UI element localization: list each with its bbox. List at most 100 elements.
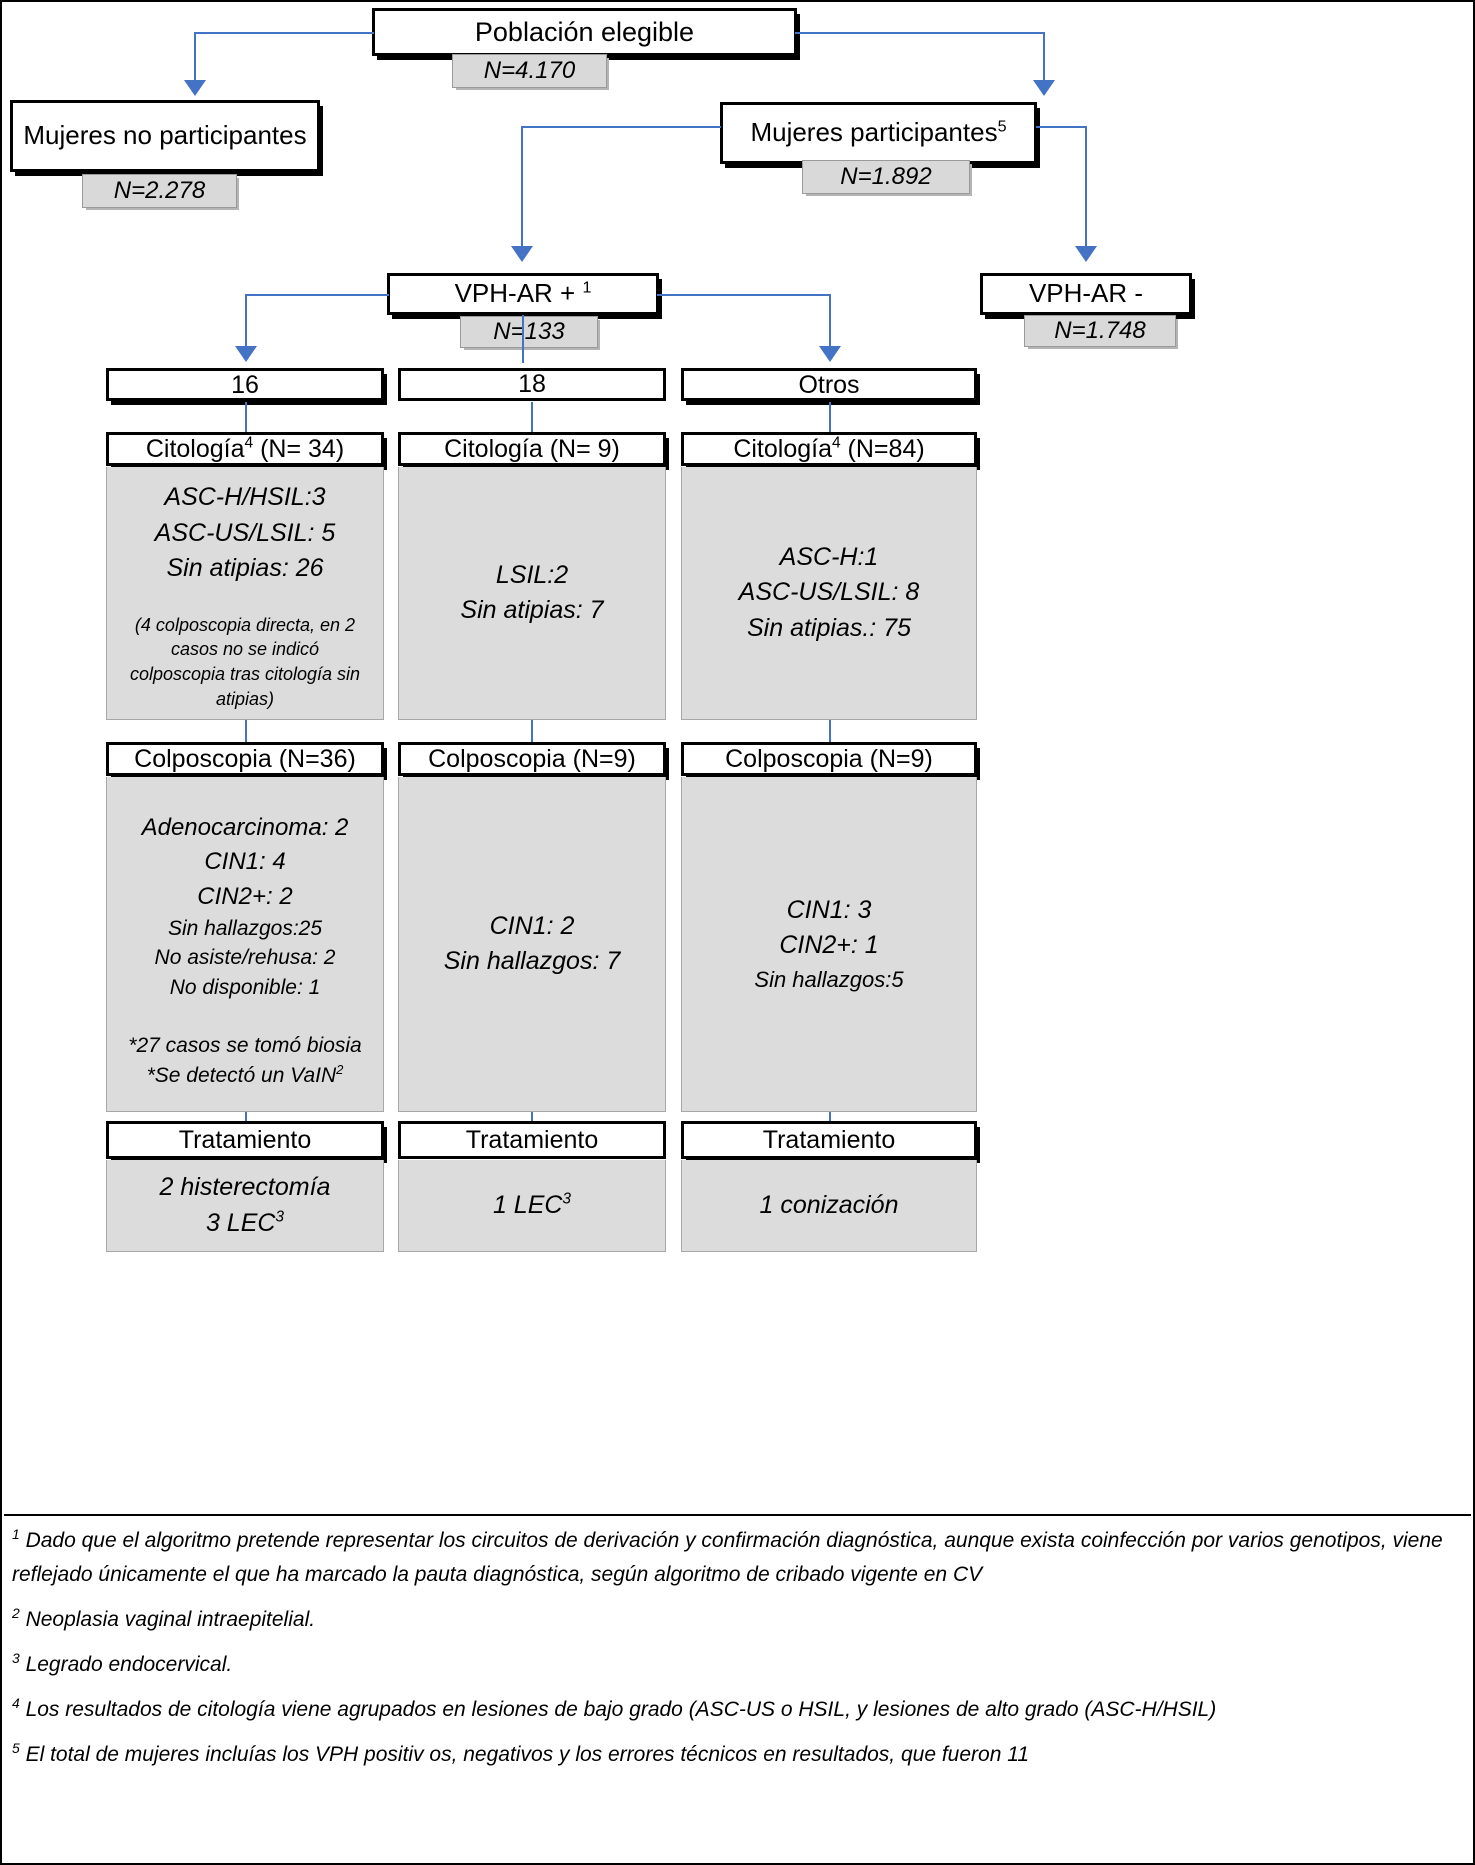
node-vph-ar-positivo-label: VPH-AR + 1 <box>454 278 592 309</box>
badge-vph-positivo-n: N=133 <box>460 316 598 348</box>
connector-colposcopy16-to-treatment16 <box>245 1112 247 1126</box>
node-treatment-otros-header: Tratamiento <box>681 1121 977 1159</box>
node-cytology-18-body: LSIL:2 Sin atipias: 7 <box>398 467 666 720</box>
connector-16-to-cytology <box>245 402 247 432</box>
colposcopy-16-line-4: Sin hallazgos:25 <box>167 916 323 940</box>
node-colposcopy-otros-header: Colposcopia (N=9) <box>681 742 977 776</box>
connector-participants-left-v <box>521 126 523 249</box>
arrow-to-genotype-otros <box>819 346 841 362</box>
treatment-otros-line-1: 1 conización <box>759 1190 899 1219</box>
footnote-2-marker: 2 <box>12 1605 20 1622</box>
node-cytology-otros-title: Citología4 (N=84) <box>733 434 925 463</box>
connector-hpv-to-18-v <box>522 315 524 363</box>
arrow-to-hpv-positive <box>511 246 533 262</box>
node-cytology-otros-body: ASC-H:1 ASC-US/LSIL: 8 Sin atipias.: 75 <box>681 467 977 720</box>
connector-participants-right-h <box>1036 126 1086 128</box>
footnote-1-marker: 1 <box>12 1526 20 1542</box>
colposcopy-otros-line-1: CIN1: 3 <box>786 895 872 924</box>
node-colposcopy-18-title: Colposcopia (N=9) <box>428 745 636 773</box>
connector-hpv-to-16-v <box>245 294 247 348</box>
cytology-16-line-1: ASC-H/HSIL:3 <box>164 483 326 512</box>
cytology-16-note: (4 colposcopia directa, en 2 casos no se… <box>129 614 361 710</box>
footnotes-section: 1 Dado que el algoritmo pretende represe… <box>4 1514 1471 1783</box>
badge-vph-negativo-n-label: N=1.748 <box>1054 317 1146 344</box>
arrow-to-genotype-16 <box>235 346 257 362</box>
node-vph-ar-positivo: VPH-AR + 1 <box>387 273 659 315</box>
connector-participants-right-v <box>1085 126 1087 249</box>
node-vph-ar-positivo-sup: 1 <box>582 278 592 297</box>
footnote-4-marker: 4 <box>12 1695 20 1712</box>
badge-no-participantes-n: N=2.278 <box>82 174 237 208</box>
connector-cytologyotros-to-colposcopyotros <box>829 720 831 752</box>
footnote-1: 1 Dado que el algoritmo pretende represe… <box>12 1524 1461 1592</box>
connector-hpv-to-otros-h <box>657 294 831 296</box>
colposcopy-18-line-1: CIN1: 2 <box>489 911 575 940</box>
node-genotype-16-label: 16 <box>231 370 259 399</box>
node-colposcopy-16-title: Colposcopia (N=36) <box>134 745 356 773</box>
node-treatment-18-body: 1 LEC3 <box>398 1160 666 1252</box>
node-mujeres-participantes: Mujeres participantes5 <box>720 102 1037 164</box>
node-genotype-otros-label: Otros <box>798 370 860 399</box>
cytology-18-line-1: LSIL:2 <box>495 560 569 589</box>
connector-hpv-to-16-h <box>245 294 389 296</box>
colposcopy-16-line-3: CIN2+: 2 <box>197 882 293 910</box>
cytology-otros-line-2: ASC-US/LSIL: 8 <box>738 578 920 607</box>
colposcopy-16-note-1: *27 casos se tomó biosia <box>128 1034 362 1058</box>
node-genotype-18: 18 <box>398 368 666 401</box>
node-poblacion-elegible: Población elegible <box>372 8 797 56</box>
badge-participantes-n: N=1.892 <box>802 160 970 194</box>
connector-eligible-right-v <box>1043 32 1045 84</box>
connector-eligible-left-h <box>194 32 374 34</box>
node-genotype-18-label: 18 <box>518 370 546 398</box>
treatment-16-line-1: 2 histerectomía <box>159 1173 331 1201</box>
node-treatment-18-header: Tratamiento <box>398 1121 666 1159</box>
colposcopy-16-line-5: No asiste/rehusa: 2 <box>154 946 336 970</box>
cytology-16-line-3: Sin atipias: 26 <box>166 554 324 583</box>
connector-cytology18-to-colposcopy18 <box>531 720 533 752</box>
connector-hpv-to-otros-v <box>829 294 831 348</box>
colposcopy-16-line-6: No disponible: 1 <box>169 976 321 1000</box>
cytology-16-line-2: ASC-US/LSIL: 5 <box>154 518 336 547</box>
colposcopy-otros-line-2: CIN2+: 1 <box>779 931 879 960</box>
node-poblacion-elegible-label: Población elegible <box>474 16 695 47</box>
colposcopy-16-note-2: *Se detectó un VaIN2 <box>146 1061 344 1087</box>
node-mujeres-participantes-sup: 5 <box>997 117 1007 136</box>
node-genotype-otros: Otros <box>681 368 977 401</box>
node-treatment-16-body: 2 histerectomía 3 LEC3 <box>106 1160 384 1252</box>
footnote-5-marker: 5 <box>12 1740 20 1757</box>
connector-eligible-left-v <box>194 32 196 84</box>
connector-otros-to-cytology <box>829 402 831 432</box>
node-cytology-16-body: ASC-H/HSIL:3 ASC-US/LSIL: 5 Sin atipias:… <box>106 467 384 720</box>
node-mujeres-participantes-label: Mujeres participantes5 <box>750 117 1007 148</box>
footnote-2: 2 Neoplasia vaginal intraepitelial. <box>12 1603 1461 1637</box>
connector-participants-left-h <box>521 126 721 128</box>
badge-no-participantes-n-label: N=2.278 <box>113 177 206 204</box>
badge-vph-negativo-n: N=1.748 <box>1024 315 1176 347</box>
cytology-otros-line-3: Sin atipias.: 75 <box>747 613 911 642</box>
footnote-1-text: Dado que el algoritmo pretende represent… <box>12 1529 1443 1587</box>
badge-participantes-n-label: N=1.892 <box>840 163 932 190</box>
node-treatment-16-title: Tratamiento <box>178 1126 312 1154</box>
cytology-otros-line-1: ASC-H:1 <box>779 542 879 571</box>
node-colposcopy-16-body: Adenocarcinoma: 2 CIN1: 4 CIN2+: 2 Sin h… <box>106 777 384 1112</box>
connector-colposcopyotros-to-treatmentotros <box>829 1112 831 1126</box>
node-cytology-16-title: Citología4 (N= 34) <box>145 434 345 463</box>
footnote-3-marker: 3 <box>12 1650 20 1667</box>
colposcopy-16-line-1: Adenocarcinoma: 2 <box>141 814 349 842</box>
node-cytology-18-title: Citología (N= 9) <box>444 435 620 463</box>
footnote-5: 5 El total de mujeres incluías los VPH p… <box>12 1738 1461 1772</box>
node-genotype-16: 16 <box>106 368 384 401</box>
connector-eligible-right-h <box>795 32 1045 34</box>
node-colposcopy-18-header: Colposcopia (N=9) <box>398 742 666 776</box>
node-colposcopy-18-body: CIN1: 2 Sin hallazgos: 7 <box>398 777 666 1112</box>
treatment-18-line-1: 1 LEC3 <box>492 1190 572 1219</box>
arrow-to-non-participants <box>184 80 206 96</box>
node-vph-ar-negativo-label: VPH-AR - <box>1028 278 1144 309</box>
footnote-4-text: Los resultados de citología viene agrupa… <box>25 1698 1217 1722</box>
node-colposcopy-16-header: Colposcopia (N=36) <box>106 742 384 776</box>
cytology-18-line-2: Sin atipias: 7 <box>460 596 604 624</box>
node-treatment-otros-body: 1 conización <box>681 1160 977 1252</box>
colposcopy-16-line-2: CIN1: 4 <box>204 848 286 876</box>
footnote-2-text: Neoplasia vaginal intraepitelial. <box>25 1608 316 1632</box>
node-treatment-18-title: Tratamiento <box>465 1125 599 1154</box>
